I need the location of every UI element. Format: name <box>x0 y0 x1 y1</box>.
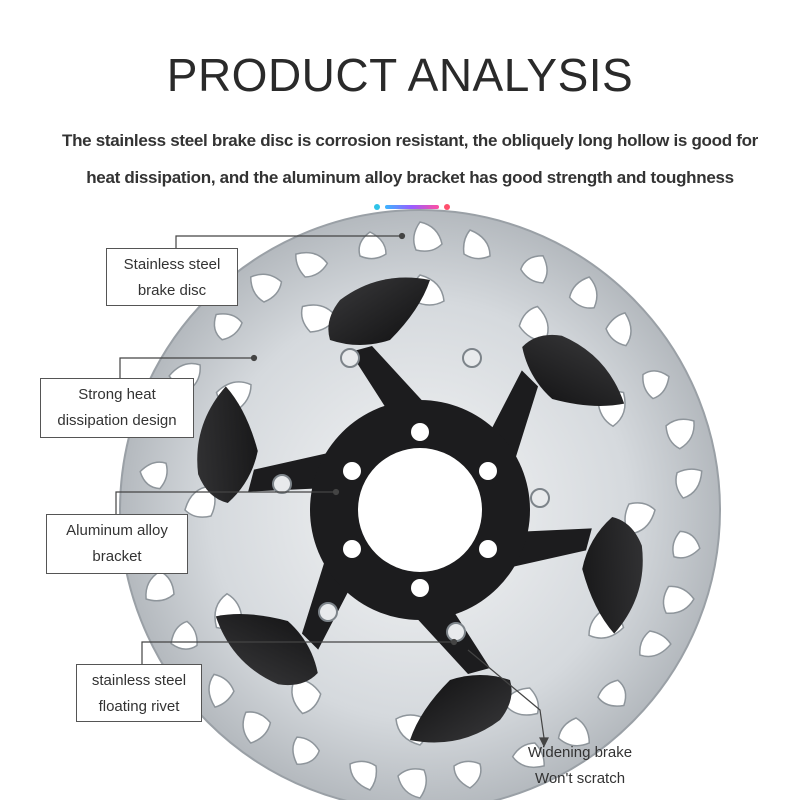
description-line-2: heat dissipation, and the aluminum alloy… <box>86 168 734 187</box>
label-line-1: Aluminum alloy <box>66 522 168 539</box>
label-line-2: bracket <box>92 548 142 565</box>
description-line-1: The stainless steel brake disc is corros… <box>62 131 758 150</box>
product-description: The stainless steel brake disc is corros… <box>60 122 760 196</box>
note-line-1: Widening brake <box>527 744 633 761</box>
label-aluminum-bracket: Aluminum alloy bracket <box>46 514 188 574</box>
callout-lines <box>115 232 549 748</box>
note-line-2: Won't scratch <box>534 770 626 787</box>
divider-dot-right <box>444 204 450 210</box>
aluminum-bracket <box>242 346 598 674</box>
divider-gradient-bar <box>385 205 439 209</box>
page-title: PRODUCT ANALYSIS <box>166 49 634 101</box>
label-line-1: stainless steel <box>91 672 187 689</box>
note-widening-brake: Widening brake Won't scratch <box>500 740 660 792</box>
heat-dissipation-fins <box>172 277 668 743</box>
label-stainless-brake-disc: Stainless steel brake disc <box>106 248 238 306</box>
floating-rivets <box>272 348 550 642</box>
label-floating-rivet: stainless steel floating rivet <box>76 664 202 722</box>
label-line-2: floating rivet <box>98 698 180 715</box>
label-line-2: brake disc <box>137 282 207 299</box>
label-heat-dissipation: Strong heat dissipation design <box>40 378 194 438</box>
divider-dot-left <box>374 204 380 210</box>
decorative-divider <box>374 203 454 211</box>
label-line-1: Stainless steel <box>123 256 221 273</box>
label-line-1: Strong heat <box>78 386 156 403</box>
label-line-2: dissipation design <box>57 412 177 429</box>
bolt-holes <box>343 423 497 597</box>
center-hub-hole <box>358 448 482 572</box>
